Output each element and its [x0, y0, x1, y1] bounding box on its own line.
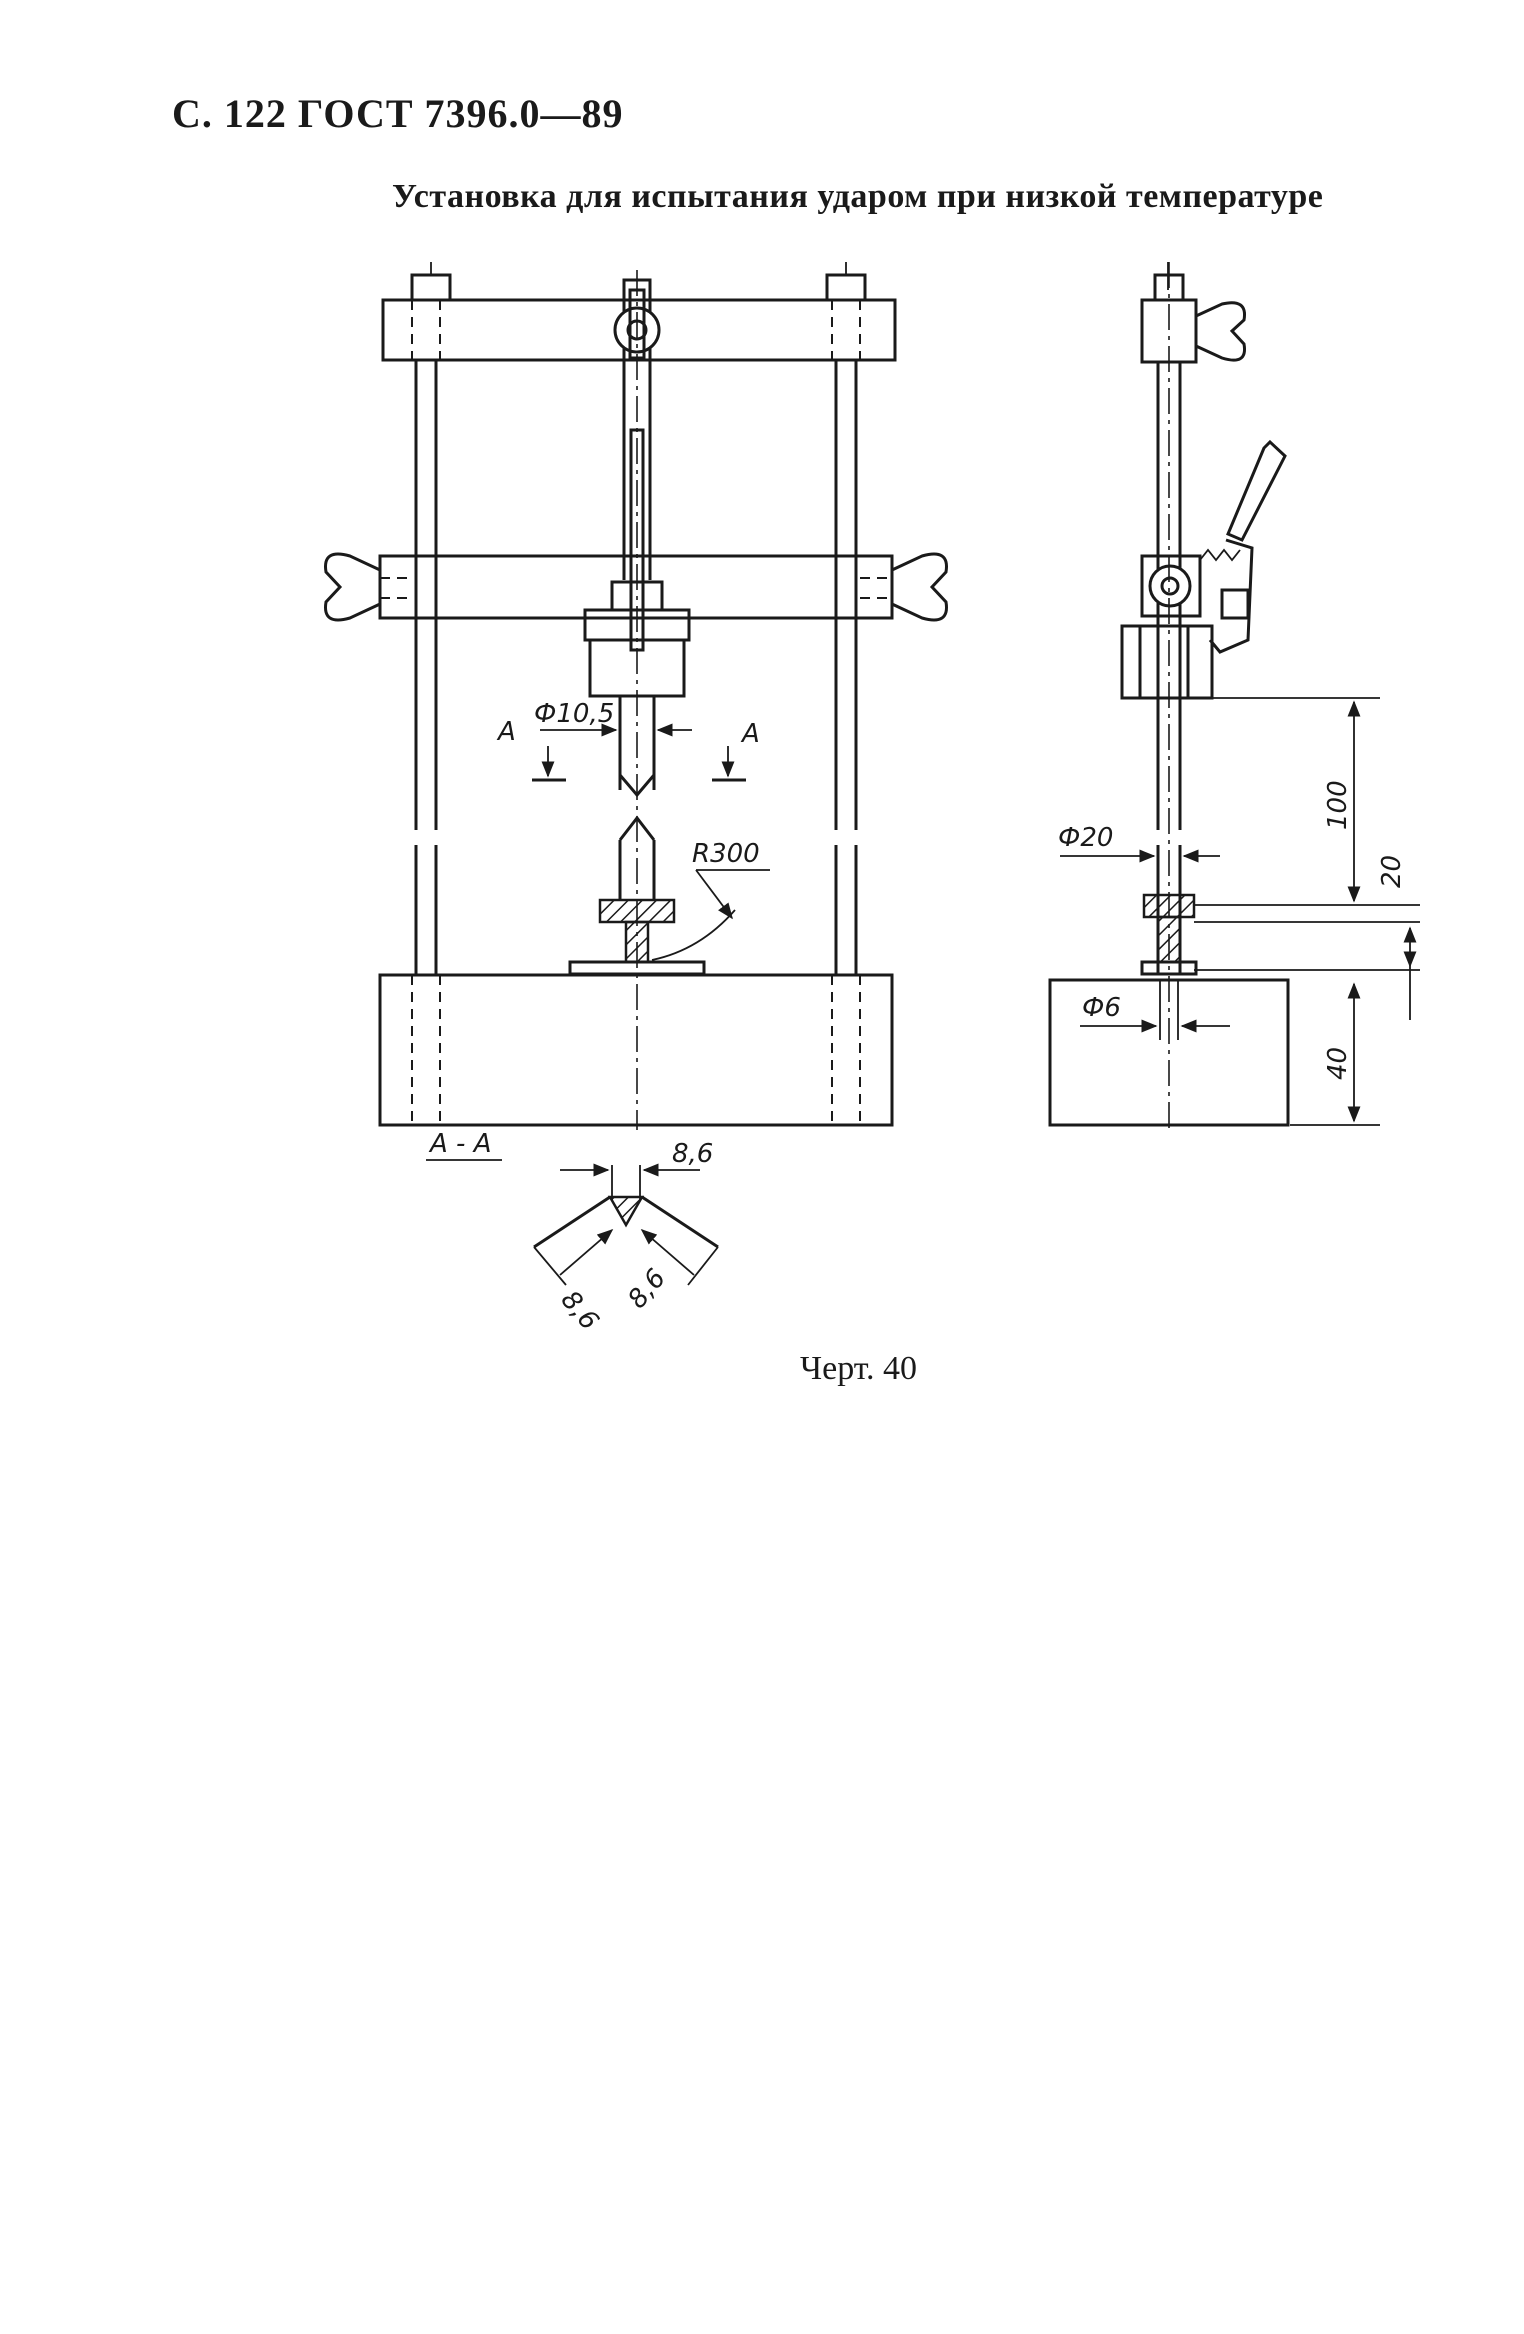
- front-view: А А Ф10,5 R300 А - А 8,6: [324, 262, 948, 1336]
- section-mark-a-left: А: [496, 717, 516, 747]
- section-a-a-label: А - А: [428, 1129, 491, 1159]
- side-view: 100 20 40 Ф20 Ф6: [1048, 262, 1420, 1130]
- dim-100: 100: [1323, 780, 1353, 830]
- side-wing-nut: [1194, 301, 1247, 362]
- dim-20: 20: [1377, 855, 1407, 888]
- dim-8-6-top: 8,6: [672, 1139, 713, 1169]
- dim-phi-6: Ф6: [1082, 993, 1121, 1023]
- dim-phi-20: Ф20: [1058, 823, 1113, 853]
- page-header: С. 122 ГОСТ 7396.0—89: [172, 91, 624, 136]
- front-base-block: [378, 973, 894, 1127]
- left-wing-nut: [324, 552, 382, 622]
- dim-8-6-right: 8,6: [622, 1264, 672, 1315]
- right-rod: [831, 300, 861, 1125]
- side-pulley-icon: [1148, 564, 1192, 608]
- section-mark-a-right: А: [740, 719, 760, 749]
- release-lever: [1226, 439, 1287, 542]
- dim-phi-10-5: Ф10,5: [534, 699, 614, 729]
- right-wing-nut: [890, 552, 948, 622]
- figure-caption: Черт. 40: [800, 1350, 918, 1387]
- figure-title: Установка для испытания ударом при низко…: [392, 178, 1324, 215]
- dim-r300: R300: [692, 839, 760, 869]
- dim-40: 40: [1323, 1047, 1353, 1080]
- left-rod: [411, 300, 441, 1125]
- dim-8-6-left: 8,6: [555, 1285, 605, 1336]
- v-notch-profile: [607, 1195, 645, 1228]
